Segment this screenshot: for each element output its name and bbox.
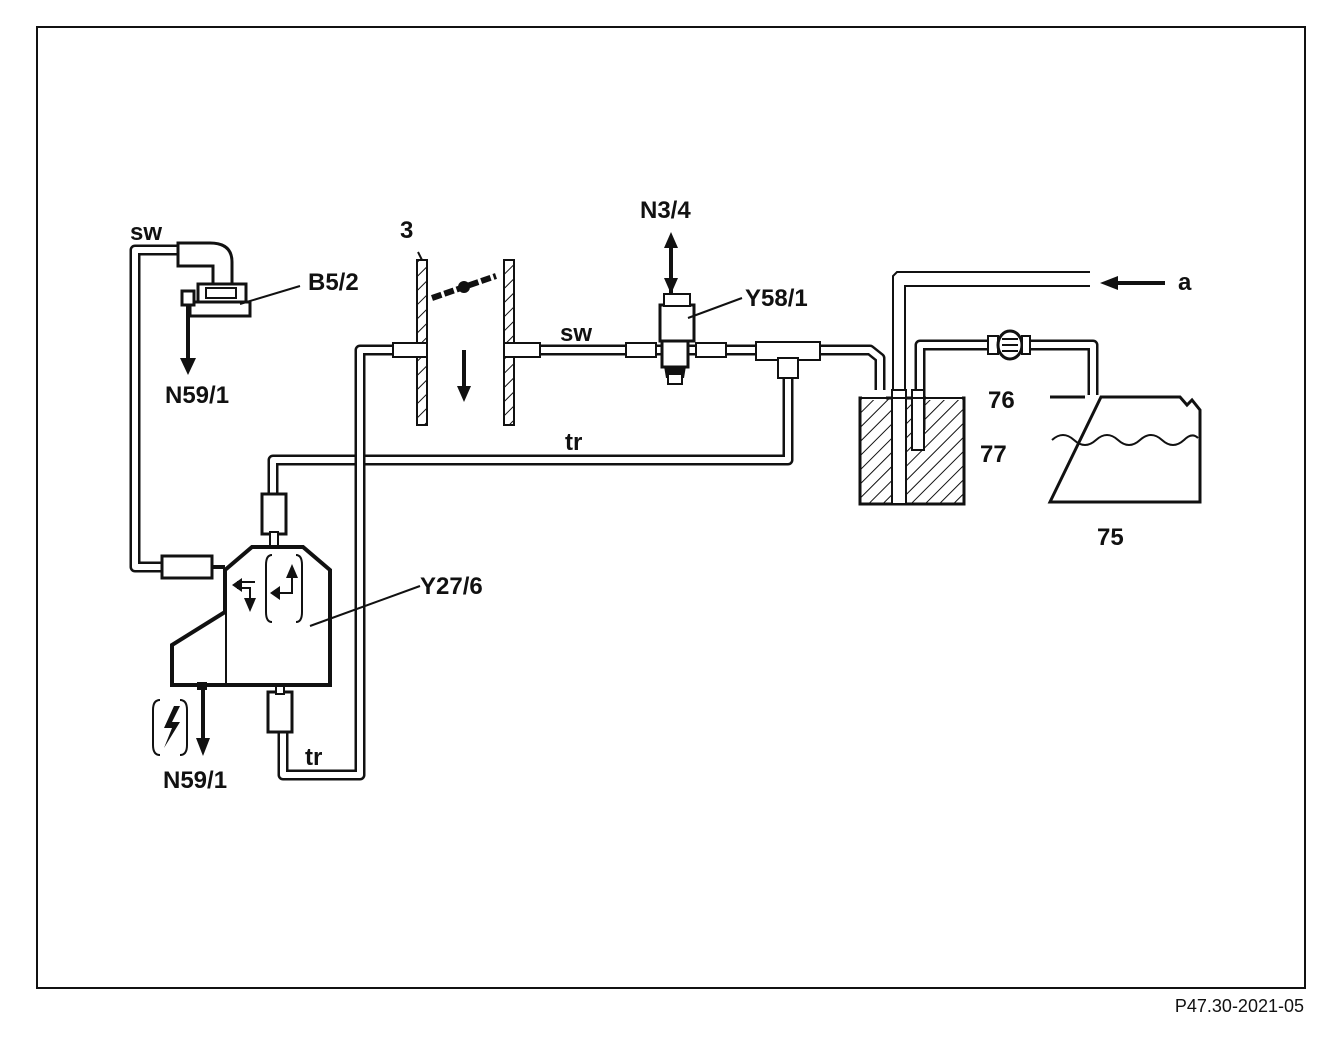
label-item-3: 3	[400, 217, 413, 244]
hose-valve-to-tank	[1025, 339, 1099, 395]
throttle-body	[392, 251, 541, 426]
b5-2-sensor	[176, 241, 252, 375]
label-tr-bottom: tr	[305, 744, 322, 771]
label-b5-2: B5/2	[308, 269, 359, 296]
hose-sw-left	[129, 244, 180, 573]
check-valve-76	[987, 329, 1031, 361]
label-n3-4: N3/4	[640, 197, 691, 224]
fresh-air-inlet-pipe	[892, 271, 1090, 390]
label-a: a	[1178, 269, 1192, 296]
label-y58-1: Y58/1	[745, 285, 808, 312]
label-sw-top: sw	[130, 219, 162, 246]
electrical-lightning-icon	[152, 699, 188, 756]
label-n59-1-bottom: N59/1	[163, 767, 227, 794]
fuel-tank	[1047, 395, 1202, 504]
label-item-77: 77	[980, 441, 1007, 468]
b5-2-leader	[239, 285, 301, 305]
y27-6-leader	[309, 585, 421, 627]
y27-6-valve	[160, 492, 332, 756]
label-item-76: 76	[988, 387, 1015, 414]
fresh-air-arrow	[1100, 276, 1165, 290]
label-n59-1-top: N59/1	[165, 382, 229, 409]
diagram-frame	[36, 26, 1306, 989]
hose-sw-mid	[515, 344, 886, 395]
label-tr-mid: tr	[565, 429, 582, 456]
t-piece	[755, 341, 821, 379]
figure-reference: P47.30-2021-05	[1175, 996, 1304, 1016]
label-sw-mid: sw	[560, 320, 592, 347]
hose-tr-lower	[277, 344, 395, 781]
y58-1-leader	[687, 297, 743, 319]
hose-tr-upper	[267, 375, 794, 495]
charcoal-canister	[858, 389, 966, 506]
label-item-75: 75	[1097, 524, 1124, 551]
y58-1-valve	[625, 232, 727, 385]
label-y27-6: Y27/6	[420, 573, 483, 600]
